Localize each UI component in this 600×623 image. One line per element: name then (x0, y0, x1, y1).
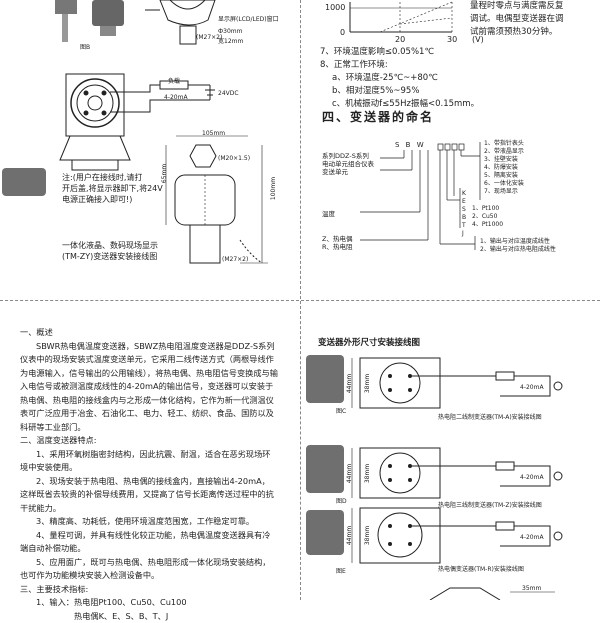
dim-38-d: 38mm (364, 464, 371, 483)
tc-item: K (462, 190, 466, 198)
spec-item-8: 8、正常工作环境: (320, 59, 479, 72)
option-item: 2、带液晶显示 (484, 148, 524, 156)
option-item: 3、挂壁安装 (484, 156, 524, 164)
feature-5: 5、应用面广，既可与热电偶、热电阻形成一体化现场安装结构，也可作为功能模块安装入… (20, 556, 278, 583)
tc-item: S (462, 206, 466, 214)
feature-2: 2、现场安装于热电阻、热电偶的接线盒内，直接输出4-20mA，这样既省去较贵的补… (20, 475, 278, 516)
tc-item: E (462, 198, 466, 206)
fig-e-label: 图E (336, 568, 346, 575)
m27b-label: (M27×2) (222, 256, 248, 263)
current-e: 4-20mA (520, 534, 544, 541)
option-item: 4、防爆安装 (484, 164, 524, 172)
spec-item-7: 7、环境温度影响≤0.05%1℃ (320, 46, 479, 59)
unit-label: 变送单元 (322, 166, 348, 176)
env-item: b、相对湿度5%~95% (320, 85, 479, 98)
sensor-item: 2、Cu50 (472, 213, 503, 221)
dim-44-d: 44mm (346, 464, 353, 483)
env-item: a、环境温度-25℃~+80℃ (320, 72, 479, 85)
fig-d-label: 图D (336, 498, 347, 505)
dim-38-c: 38mm (364, 374, 371, 393)
dim-38-e: 38mm (364, 526, 371, 545)
option-item: 7、现场显示 (484, 188, 524, 196)
spec-1b: 热电偶K、E、S、B、T、J (20, 610, 278, 623)
overview-paragraph: SBWR热电偶温度变送器，SBWZ热电阻温度变送器是DDZ-S系列仪表中的现场安… (20, 340, 278, 435)
caption-line: (TM-ZY)变送器安装接线图 (62, 251, 158, 262)
output-note: 2、输出与对应热电阻成线性 (480, 246, 556, 254)
current-c: 4-20mA (520, 384, 544, 391)
sensor-list: 1、Pt100 2、Cu50 4、Pt1000 (472, 205, 503, 229)
option-item: 5、隔离安装 (484, 172, 524, 180)
diagram-caption: 一体化液晶、数码现场显示 (TM-ZY)变送器安装接线图 (62, 240, 158, 262)
chart-y-0: 0 (340, 28, 345, 38)
adjust-note: 量程时零点与满度需反复 调试。电偶型变送器在调 试前需须预热30分钟。 (470, 0, 564, 39)
display-window-label: 显示屏(LCD/LED)窗口 (218, 16, 279, 23)
voltage-label: 24VDC (218, 90, 239, 97)
section-overview: 一、概述 (20, 326, 278, 340)
transmitter-photo-c (306, 355, 344, 403)
dim-105-label: 105mm (202, 130, 225, 137)
option-list: 1、带指针表头 2、带液晶显示 3、挂壁安装 4、防爆安装 5、隔离安装 6、一… (484, 140, 524, 196)
current-label: 4-20mA (164, 94, 188, 101)
side-text-line: 试前需须预热30分钟。 (470, 26, 564, 39)
feature-4: 4、量程可调，并具有线性化较正功能，热电偶温度变送器具有冷端自动补偿功能。 (20, 529, 278, 556)
section-title: 四、变送器的命名 (322, 108, 434, 125)
dim-44-e: 44mm (346, 526, 353, 545)
dim-44-c: 44mm (346, 374, 353, 393)
option-item: 6、一体化安装 (484, 180, 524, 188)
transmitter-photo (2, 168, 46, 196)
current-d: 4-20mA (520, 474, 544, 481)
section-features: 二、温度变送器特点: (20, 434, 278, 448)
tc-item: J (462, 230, 466, 238)
transmitter-photo-e (306, 510, 344, 555)
output-notes: 1、输出与对应温度成线性 2、输出与对应热电阻成线性 (480, 238, 556, 254)
output-note: 1、输出与对应温度成线性 (480, 238, 556, 246)
wiring-note: 注:(用户在接线时,请打 开后盖,将显示器卸下,将24V 电源正确接入即可!) (62, 172, 163, 205)
caption-e: 热电偶变送器(TM-R)安装接线图 (438, 566, 524, 573)
side-text-line: 量程时零点与满度需反复 (470, 0, 564, 13)
transmitter-photo-d (306, 445, 344, 493)
caption-line: 一体化液晶、数码现场显示 (62, 240, 158, 251)
temp-label: 温度 (322, 208, 335, 218)
fig-c-label: 图C (336, 408, 346, 415)
note-line: 开后盖,将显示器卸下,将24V (62, 183, 163, 194)
caption-c: 热电阻二线制变送器(TM-A)安装接线图 (438, 414, 542, 421)
sensor-item: 1、Pt100 (472, 205, 503, 213)
feature-3: 3、精度高、功耗低，使用环境温度范围宽，工作稳定可靠。 (20, 515, 278, 529)
tc-item: T (462, 222, 466, 230)
chart-y-1000: 1000 (325, 3, 345, 13)
fig-b-label: 图B (80, 44, 90, 51)
m20-label: (M20×1.5) (218, 155, 250, 162)
note-line: 注:(用户在接线时,请打 (62, 172, 163, 183)
code-letters: S B W (395, 140, 426, 150)
caption-d: 热电阻三线制变送器(TM-Z)安装接线图 (438, 502, 542, 509)
elec-type: Z、热电偶 (322, 235, 353, 243)
chart-x-30: 30 (447, 35, 457, 45)
dim-35: 35mm (522, 585, 541, 592)
thermocouple-list: K E S B T J (462, 190, 466, 238)
tc-item: B (462, 214, 466, 222)
option-item: 1、带指针表头 (484, 140, 524, 148)
series-line: 系列DDZ-S系列 (322, 152, 374, 160)
load-label: 负载 (168, 78, 180, 85)
dim-100-label: 100mm (270, 177, 277, 200)
chart-x-20: 20 (395, 35, 405, 45)
spec-list: 7、环境温度影响≤0.05%1℃ 8、正常工作环境: a、环境温度-25℃~+8… (320, 46, 479, 111)
overview-text: 一、概述 SBWR热电偶温度变送器，SBWZ热电阻温度变送器是DDZ-S系列仪表… (20, 326, 278, 623)
note-line: 电源正确接入即可!) (62, 194, 163, 205)
feature-1: 1、采用环氧树脂密封结构，因此抗震、耐温，适合在恶劣现场环境中安装使用。 (20, 448, 278, 475)
elec-types: Z、热电偶 R、热电阻 (322, 235, 353, 251)
spec-1: 1、输入：热电阻Pt100、Cu50、Cu100 (20, 596, 278, 610)
elec-type: R、热电阻 (322, 243, 353, 251)
sensor-item: 4、Pt1000 (472, 221, 503, 229)
m27-label: (M27×2) (196, 34, 222, 41)
wiring-diagrams (300, 300, 600, 600)
section-specs: 三、主要技术指标: (20, 583, 278, 597)
side-text-line: 调试。电偶型变送器在调 (470, 13, 564, 26)
